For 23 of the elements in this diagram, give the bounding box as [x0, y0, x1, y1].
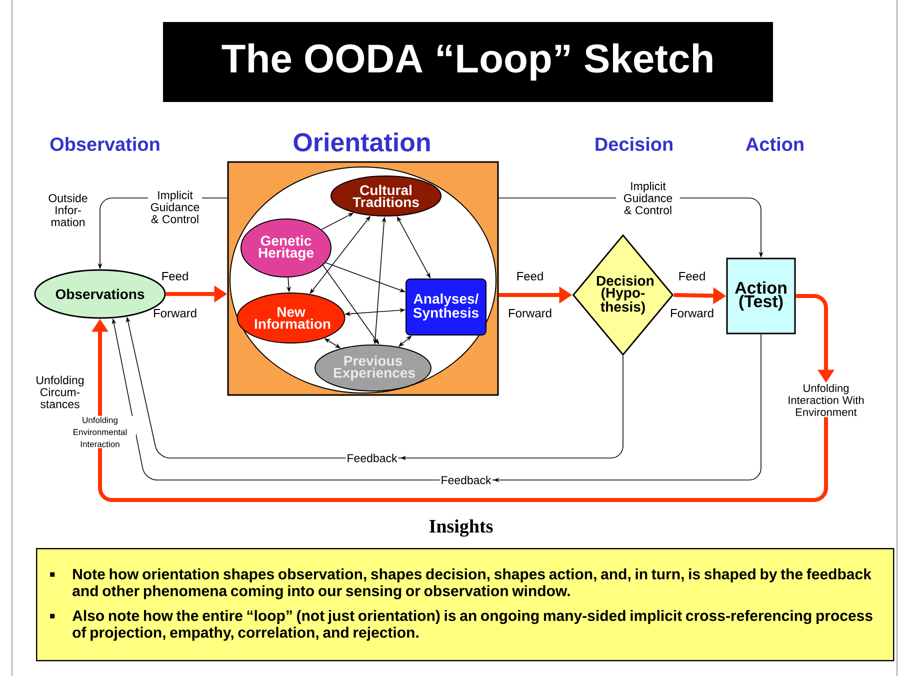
arrow-label: Forward: [508, 308, 552, 318]
annotation-text: Unfolding Interaction With Environment: [788, 384, 864, 416]
edge-label: Feedback: [346, 452, 398, 464]
arrow-label: Feed: [679, 272, 705, 280]
arrow-label: Feed: [517, 272, 543, 280]
edge-label: Implicit Guidance & Control: [616, 180, 680, 216]
edge-label: Feedback: [440, 474, 492, 486]
column-heading: Decision: [596, 137, 672, 151]
column-heading: Observation: [50, 137, 160, 151]
edge-label: Implicit Guidance & Control: [148, 190, 202, 224]
insights-box: Note how orientation shapes observation, shapes decision, shapes action, and, in turn, is shaped by the feedback and other phenomena coming into our sensing or observation window. Also note how the entire “loop” (not just orientation) is an ongoing many-sided implicit cross-referencing process of projection, empathy, correlation, and rejection.: [36, 548, 894, 662]
ellipse-node: Genetic Heritage: [240, 218, 332, 278]
column-heading: Action: [746, 137, 804, 151]
ellipse-node: Cultural Traditions: [330, 176, 442, 216]
heading: Insights: [429, 519, 493, 537]
action-box: Action (Test): [726, 258, 796, 334]
edge-label: Unfolding Environmental Interaction: [64, 416, 136, 448]
annotation-text: Unfolding Circum- stances: [36, 376, 84, 408]
ellipse-node: Previous Experiences: [314, 344, 432, 392]
title-banner: The OODA “Loop” Sketch: [163, 22, 773, 102]
ellipse-node: New Information: [236, 292, 346, 344]
node-label: Orientation: [294, 132, 430, 152]
annotation-text: Outside Infor- mation: [48, 194, 88, 226]
